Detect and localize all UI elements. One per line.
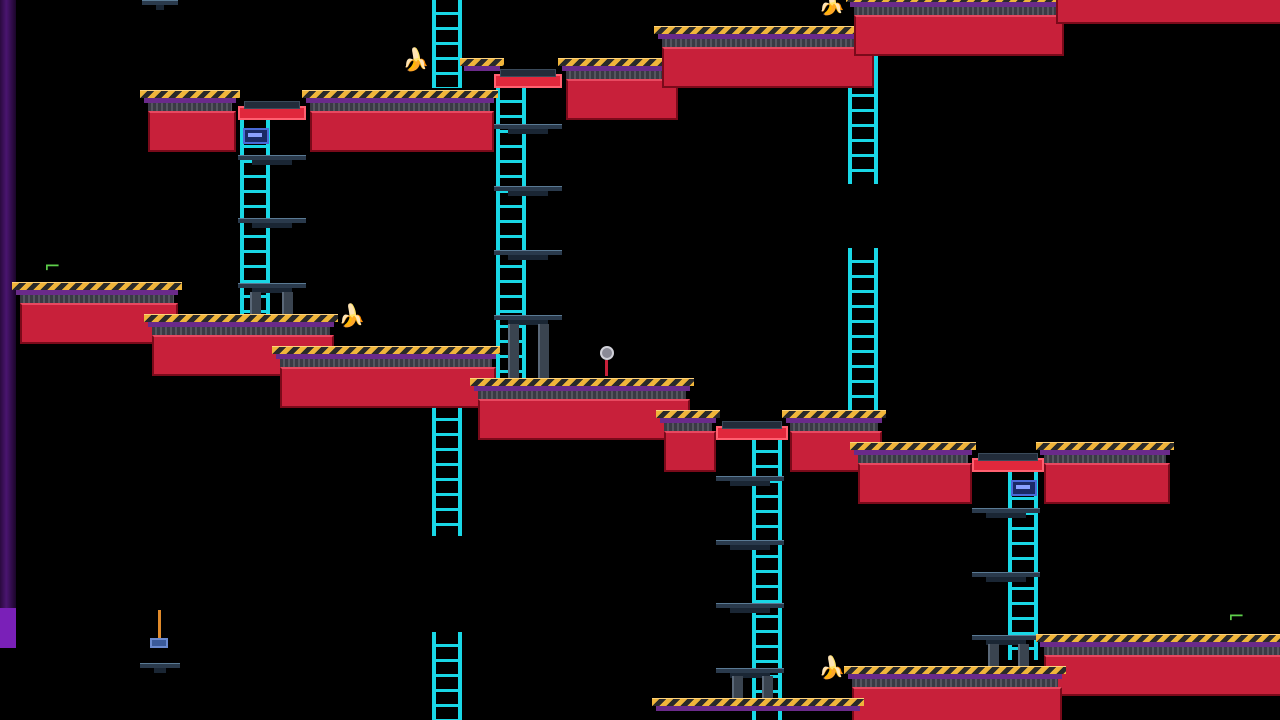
metal-shelf[interactable]: [140, 663, 180, 673]
metal-shelf[interactable]: [238, 155, 306, 165]
metal-shelf[interactable]: [716, 476, 784, 486]
metal-shelf[interactable]: [972, 572, 1040, 582]
metal-shelf[interactable]: [494, 250, 562, 260]
support-pillar: [538, 324, 549, 380]
metal-shelf[interactable]: [494, 124, 562, 134]
platform[interactable]: [272, 346, 500, 408]
ladder-icon[interactable]: [1008, 470, 1038, 660]
platform[interactable]: [140, 90, 240, 152]
ray-gun-icon[interactable]: ⌐: [44, 254, 61, 278]
platform[interactable]: [470, 378, 694, 440]
metal-shelf[interactable]: [716, 668, 784, 678]
left-wall: [0, 0, 16, 648]
red-bridge[interactable]: [716, 421, 788, 440]
lever-stick: [605, 360, 608, 376]
banana-icon[interactable]: 🍌: [338, 304, 366, 329]
platform[interactable]: [460, 58, 504, 88]
platform[interactable]: [1036, 442, 1174, 504]
platform[interactable]: [656, 410, 720, 472]
red-bridge[interactable]: [238, 101, 306, 120]
banana-icon[interactable]: 🍌: [818, 0, 846, 17]
metal-shelf[interactable]: [238, 218, 306, 228]
platform[interactable]: [850, 442, 976, 504]
banana-icon[interactable]: 🍌: [402, 48, 430, 73]
support-pillar: [732, 676, 743, 700]
platform[interactable]: [846, 0, 1068, 56]
banana-icon[interactable]: 🍌: [818, 656, 846, 681]
platform[interactable]: [1036, 634, 1280, 696]
ladder-icon[interactable]: [432, 632, 462, 720]
metal-shelf[interactable]: [494, 315, 562, 325]
red-bridge[interactable]: [494, 69, 562, 88]
metal-shelf[interactable]: [972, 635, 1040, 645]
metal-shelf[interactable]: [142, 0, 178, 10]
platform[interactable]: [652, 698, 864, 720]
ladder-icon[interactable]: [848, 248, 878, 410]
support-pillar: [508, 324, 519, 380]
platform[interactable]: [844, 666, 1066, 720]
switch-box-icon[interactable]: [243, 128, 269, 144]
support-pillar: [762, 676, 773, 700]
metal-shelf[interactable]: [238, 283, 306, 293]
platform[interactable]: [144, 314, 338, 376]
ladder-icon[interactable]: [432, 0, 462, 88]
metal-shelf[interactable]: [972, 508, 1040, 518]
metal-shelf[interactable]: [494, 186, 562, 196]
support-pillar: [282, 292, 293, 316]
left-wall-notch: [0, 608, 16, 648]
lever-knob-icon[interactable]: [600, 346, 614, 360]
support-pillar: [250, 292, 261, 316]
support-pillar: [1018, 644, 1029, 666]
plunger-icon[interactable]: [158, 610, 161, 638]
platform[interactable]: [654, 26, 878, 88]
ray-gun-icon[interactable]: ⌐: [1228, 604, 1245, 628]
switch-box-icon[interactable]: [1011, 480, 1037, 496]
red-bridge[interactable]: [972, 453, 1044, 472]
plunger-base: [150, 638, 168, 648]
support-pillar: [988, 644, 999, 666]
metal-shelf[interactable]: [716, 540, 784, 550]
platform[interactable]: [302, 90, 498, 152]
platform[interactable]: [558, 58, 682, 120]
metal-shelf[interactable]: [716, 603, 784, 613]
ladder-icon[interactable]: [432, 406, 462, 536]
platform[interactable]: [1048, 0, 1280, 24]
